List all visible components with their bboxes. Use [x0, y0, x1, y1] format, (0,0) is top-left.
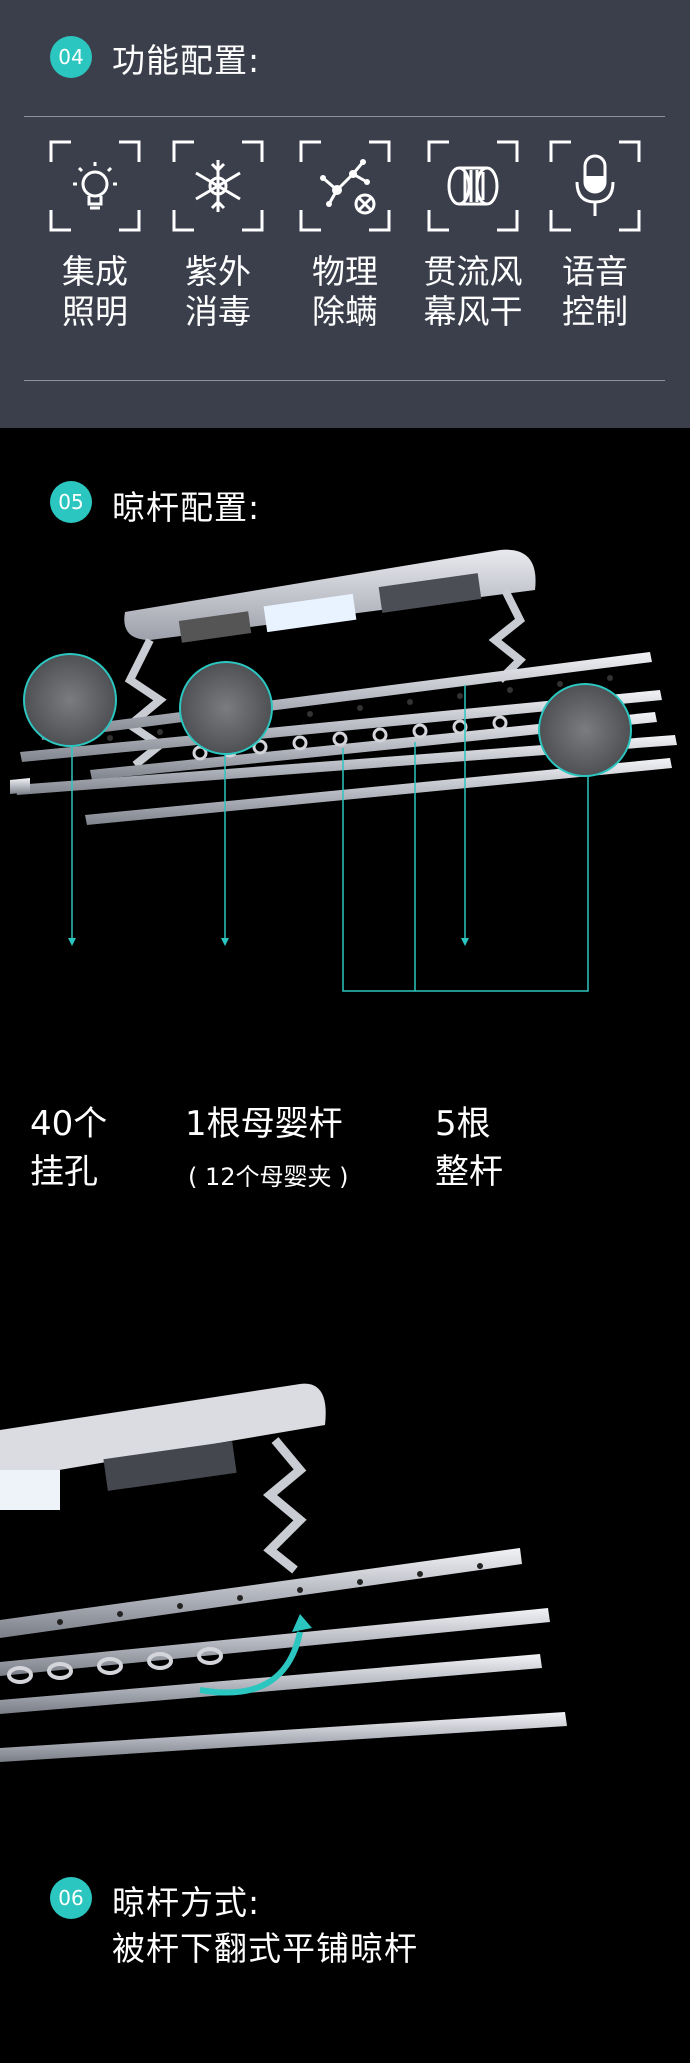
snowflake-icon [172, 140, 264, 232]
callout-rods: 5根 整杆 [435, 1100, 503, 1196]
feature-uv: 紫外 消毒 [163, 138, 273, 332]
callout-rods-line1: 5根 [435, 1104, 491, 1144]
feature-label-mite: 物理 除螨 [312, 252, 378, 331]
feature-mite: 物理 除螨 [290, 138, 400, 332]
feature-airflow: 贯流风 幕风干 [418, 138, 528, 332]
fan-icon [427, 140, 519, 232]
bottom-divider [24, 380, 665, 381]
feature-lighting: 集成 照明 [40, 138, 150, 332]
section-subtitle-06: 被杆下翻式平铺晾杆 [112, 1929, 418, 1968]
section-title-06: 晾杆方式: [112, 1883, 261, 1922]
section-badge-06: 06 [50, 1877, 92, 1919]
flip-rack-illustration [0, 1370, 690, 1790]
lightbulb-icon [49, 140, 141, 232]
callout-holes: 40个 挂孔 [30, 1100, 107, 1196]
feature-voice: 语音 控制 [540, 138, 650, 332]
feature-label-airflow: 贯流风 幕风干 [423, 252, 523, 331]
section-badge-04: 04 [50, 36, 92, 78]
microphone-icon [549, 140, 641, 232]
callout-baby-rod-sub: ( 12个母婴夹 ) [188, 1163, 349, 1191]
section-title-05: 晾杆配置: [112, 488, 261, 527]
drying-rack-illustration: 40个 挂孔 1根母婴杆 ( 12个母婴夹 ) 5根 整杆 [0, 530, 690, 1330]
section-badge-05: 05 [50, 481, 92, 523]
feature-label-voice: 语音 控制 [562, 252, 628, 331]
feature-label-lighting: 集成 照明 [62, 252, 128, 331]
callout-holes-line1: 40个 [30, 1104, 108, 1144]
section-title-04: 功能配置: [112, 41, 261, 80]
callout-rods-line2: 整杆 [435, 1152, 503, 1192]
feature-label-uv: 紫外 消毒 [185, 252, 251, 331]
callout-baby-rod: 1根母婴杆 [185, 1104, 343, 1144]
callout-holes-line2: 挂孔 [30, 1152, 98, 1192]
feature-panel: 04 功能配置: 集成 照明 紫外 消毒 [0, 0, 690, 428]
molecule-icon [299, 140, 391, 232]
top-divider [24, 116, 665, 117]
